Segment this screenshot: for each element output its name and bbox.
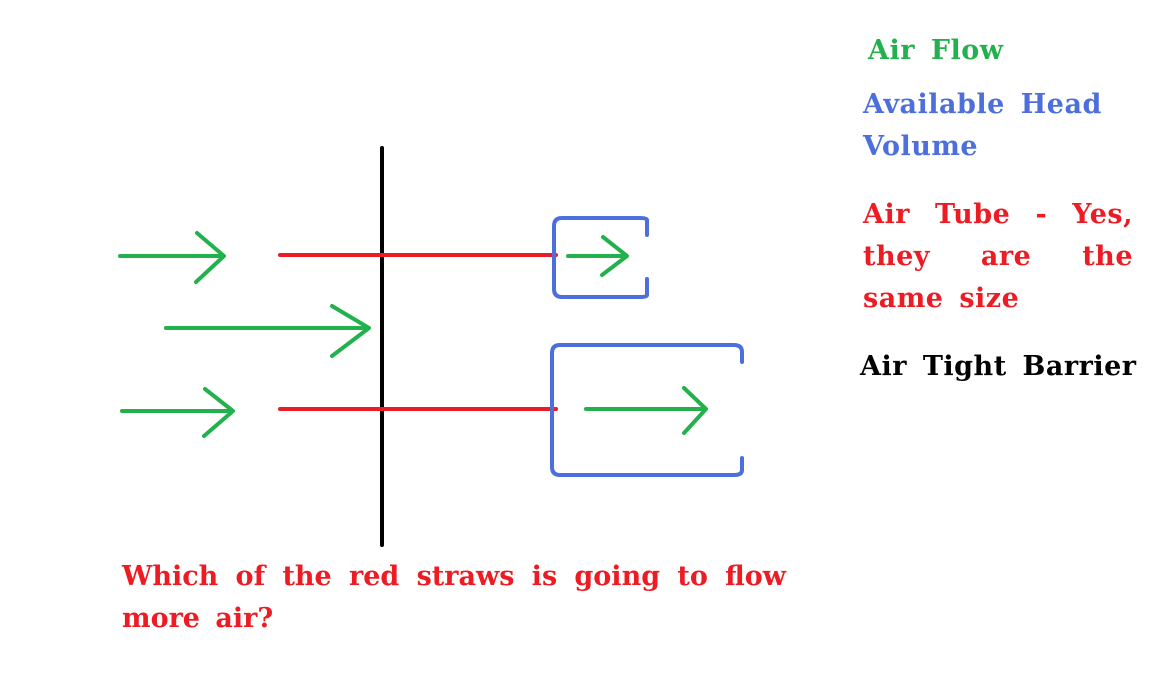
question-text: Which of the red straws is going to flow… [122,561,786,634]
air-flow-arrow-middle [164,304,371,358]
head-volume-large [550,343,744,477]
air-flow-arrow-bottom-left [120,387,235,438]
air-flow-arrow-top-left [118,231,226,284]
legend-air-tube: Air Tube - Yes, they are the same size [863,199,1133,314]
legend-barrier: Air Tight Barrier [860,351,1137,382]
air-flow-arrow-small-volume [566,235,629,277]
air-flow-arrow-large-volume [584,386,708,435]
legend-air-flow: Air Flow [868,35,1004,66]
legend-head-volume: Available Head Volume [863,89,1102,162]
head-volume-small [552,216,649,299]
